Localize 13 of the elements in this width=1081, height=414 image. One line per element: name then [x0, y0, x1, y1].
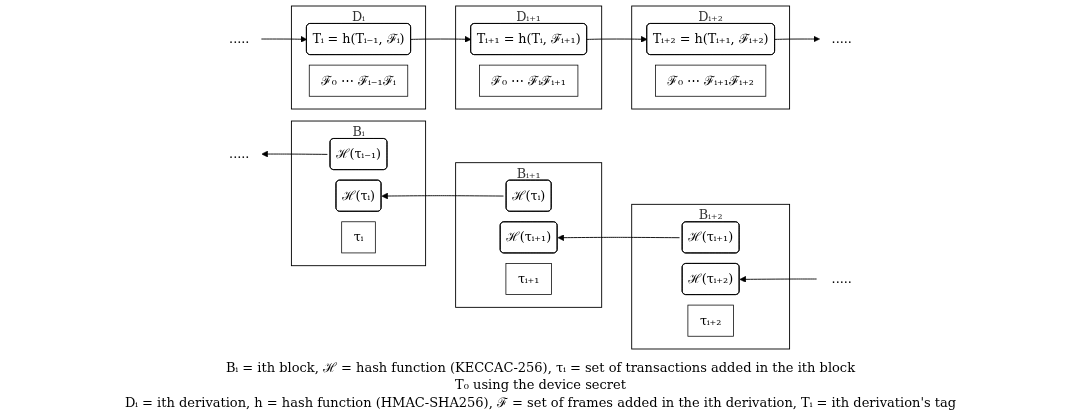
note-text: T₀ using the device secret — [454, 377, 627, 392]
node-text: ..... — [229, 30, 250, 46]
node-box: ℱ₀ ⋯ ℱᵢ₊₁ℱᵢ₊₂ — [655, 64, 767, 97]
note-text: Bᵢ = ith block, ℋ = hash function (KECCAC-256), τᵢ = set of transactions added in the ith block — [224, 359, 857, 376]
note-text: Dᵢ = ith derivation, h = hash function (HMAC-SHA256), ℱ = set of frames added in the ith derivation, Tᵢ = ith derivation's tag — [124, 394, 957, 411]
node-box: τᵢ — [341, 221, 376, 254]
node-box: ℱ₀ ⋯ ℱᵢℱᵢ₊₁ — [479, 64, 579, 97]
node-box: ℱ₀ ⋯ ℱᵢ₋₁ℱᵢ — [308, 64, 409, 97]
node-box: τᵢ₊₁ — [505, 263, 552, 295]
node-box: τᵢ₊₂ — [687, 304, 734, 337]
node-text: ..... — [831, 30, 852, 46]
node-text: ..... — [831, 270, 852, 286]
node-text: ..... — [229, 145, 250, 161]
